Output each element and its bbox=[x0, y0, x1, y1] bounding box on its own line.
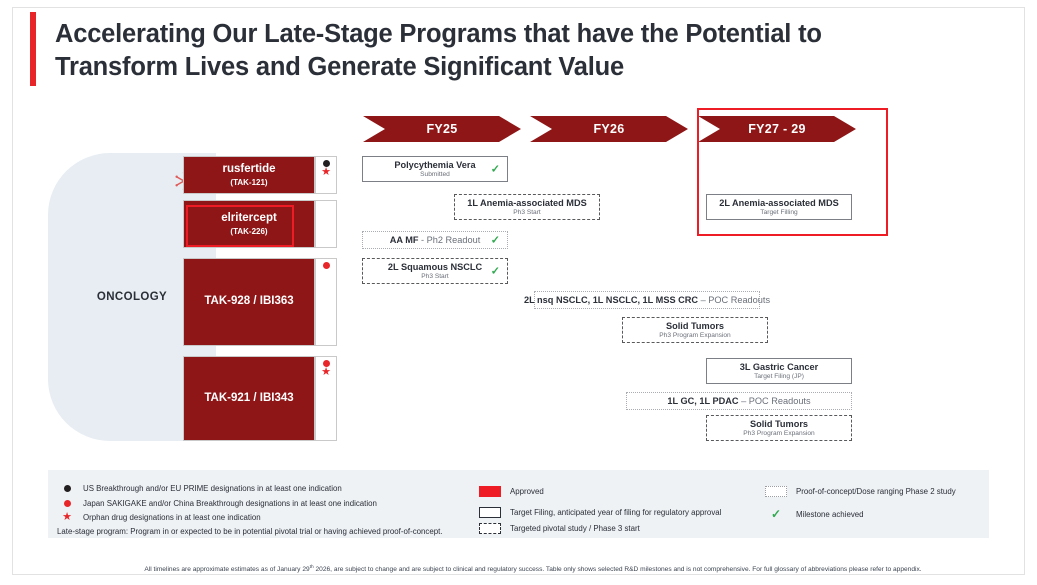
milestone-title: Solid Tumors bbox=[749, 418, 809, 429]
milestone-subtitle: Target Filing (JP) bbox=[754, 373, 804, 381]
milestone-polycythemia-vera[interactable]: Polycythemia Vera Submitted ✓ bbox=[362, 156, 508, 182]
legend-item-orphan-drug: ★ Orphan drug designations in at least o… bbox=[60, 511, 261, 523]
milestone-subtitle: Ph3 Start bbox=[421, 273, 449, 281]
milestone-title: 1L GC, 1L PDAC – POC Readouts bbox=[667, 395, 811, 406]
page-title: Accelerating Our Late-Stage Programs tha… bbox=[55, 20, 822, 81]
target-filing-swatch-icon bbox=[479, 507, 501, 518]
milestone-gc-pdac-poc[interactable]: 1L GC, 1L PDAC – POC Readouts bbox=[626, 392, 852, 410]
arrow-shape bbox=[530, 116, 688, 142]
timeline-header-label: FY26 bbox=[593, 122, 625, 136]
timeline-header-label: FY25 bbox=[426, 122, 458, 136]
red-star-icon: ★ bbox=[321, 166, 331, 178]
legend-item-sakigake: Japan SAKIGAKE and/or China Breakthrough… bbox=[60, 499, 377, 508]
milestone-title: 2L nsq NSCLC, 1L NSCLC, 1L MSS CRC – POC… bbox=[523, 294, 771, 305]
drug-box-rusfertide[interactable]: rusfertide (TAK-121) bbox=[183, 156, 315, 194]
milestone-title: Solid Tumors bbox=[665, 320, 725, 331]
arrow-shape bbox=[698, 116, 856, 142]
drug-name: TAK-921 / IBI343 bbox=[204, 391, 294, 404]
milestone-solid-tumors-lower[interactable]: Solid Tumors Ph3 Program Expansion bbox=[706, 415, 852, 441]
legend-late-stage-note: Late-stage program: Program in or expect… bbox=[57, 527, 443, 536]
poc-swatch-icon bbox=[765, 486, 787, 497]
legend-item-pivotal-study: Targeted pivotal study / Phase 3 start bbox=[479, 523, 640, 534]
badge-column-rusfertide: ★ bbox=[315, 156, 337, 194]
highlight-fy27-29-column bbox=[697, 108, 888, 236]
title-accent-bar bbox=[30, 12, 36, 86]
timeline-header-fy25: FY25 bbox=[363, 116, 521, 142]
pivotal-study-swatch-icon bbox=[479, 523, 501, 534]
category-label: ONCOLOGY bbox=[96, 291, 168, 303]
arrow-shape bbox=[363, 116, 521, 142]
red-dot-icon bbox=[60, 500, 74, 507]
legend-item-poc-phase2: Proof-of-concept/Dose ranging Phase 2 st… bbox=[765, 486, 956, 497]
milestone-title: 3L Gastric Cancer bbox=[739, 361, 819, 372]
black-dot-icon bbox=[322, 160, 330, 167]
legend-label: US Breakthrough and/or EU PRIME designat… bbox=[83, 484, 342, 493]
drug-code: (TAK-121) bbox=[230, 177, 268, 187]
legend-item-approved: Approved bbox=[479, 486, 544, 497]
milestone-2l-squamous-nsclc[interactable]: 2L Squamous NSCLC Ph3 Start ✓ bbox=[362, 258, 508, 284]
check-icon: ✓ bbox=[490, 163, 500, 176]
milestone-title: Polycythemia Vera bbox=[394, 159, 476, 170]
red-star-icon: ★ bbox=[62, 511, 72, 523]
highlight-elritercept bbox=[186, 205, 294, 247]
check-icon: ✓ bbox=[770, 507, 782, 521]
milestone-2l-anemia-mds[interactable]: 2L Anemia-associated MDS Target Filling bbox=[706, 194, 852, 220]
milestone-title: 2L Anemia-associated MDS bbox=[719, 197, 839, 208]
milestone-title: 1L Anemia-associated MDS bbox=[467, 197, 587, 208]
check-icon: ✓ bbox=[490, 265, 500, 278]
milestone-subtitle: Ph3 Program Expansion bbox=[659, 332, 731, 340]
milestone-nsclc-crc-poc[interactable]: 2L nsq NSCLC, 1L NSCLC, 1L MSS CRC – POC… bbox=[524, 291, 770, 309]
timeline-header-fy26: FY26 bbox=[530, 116, 688, 142]
approved-swatch-icon bbox=[479, 486, 501, 497]
milestone-subtitle: Submitted bbox=[420, 171, 450, 179]
legend-label: Approved bbox=[510, 487, 544, 496]
footnote: All timelines are approximate estimates … bbox=[144, 565, 922, 574]
legend-label: Orphan drug designations in at least one… bbox=[83, 513, 261, 522]
legend-label: Target Filing, anticipated year of filin… bbox=[510, 508, 722, 517]
milestone-subtitle: Target Filling bbox=[760, 209, 798, 217]
milestone-subtitle: Ph3 Start bbox=[513, 209, 541, 217]
milestone-solid-tumors-upper[interactable]: Solid Tumors Ph3 Program Expansion bbox=[622, 317, 768, 343]
slide-canvas: Accelerating Our Late-Stage Programs tha… bbox=[13, 8, 1024, 574]
milestone-subtitle: Ph3 Program Expansion bbox=[743, 430, 815, 438]
drug-name: rusfertide bbox=[222, 163, 276, 176]
drug-name: elritercept bbox=[221, 212, 277, 225]
timeline-header-fy27-29: FY27 - 29 bbox=[698, 116, 856, 142]
legend-item-target-filing: Target Filing, anticipated year of filin… bbox=[479, 507, 721, 518]
milestone-1l-anemia-mds[interactable]: 1L Anemia-associated MDS Ph3 Start bbox=[454, 194, 600, 220]
badge-column-tak928 bbox=[315, 258, 337, 346]
legend-label: Targeted pivotal study / Phase 3 start bbox=[510, 524, 640, 533]
drug-box-tak928[interactable]: TAK-928 / IBI363 bbox=[183, 258, 315, 346]
milestone-title: 2L Squamous NSCLC bbox=[387, 261, 483, 272]
drug-name: TAK-928 / IBI363 bbox=[204, 295, 294, 308]
legend-label: Proof-of-concept/Dose ranging Phase 2 st… bbox=[796, 487, 956, 496]
legend-label: Milestone achieved bbox=[796, 509, 864, 519]
milestone-3l-gastric-cancer[interactable]: 3L Gastric Cancer Target Filing (JP) bbox=[706, 358, 852, 384]
check-icon: ✓ bbox=[490, 234, 500, 247]
timeline-header-label: FY27 - 29 bbox=[748, 122, 806, 136]
drug-box-tak921[interactable]: TAK-921 / IBI343 bbox=[183, 356, 315, 441]
red-dot-icon bbox=[322, 360, 330, 367]
milestone-aa-mf[interactable]: AA MF - Ph2 Readout ✓ bbox=[362, 231, 508, 249]
black-dot-icon bbox=[60, 485, 74, 492]
drug-code: (TAK-226) bbox=[230, 226, 268, 236]
legend-panel bbox=[48, 470, 989, 538]
legend-label: Japan SAKIGAKE and/or China Breakthrough… bbox=[83, 499, 377, 508]
red-dot-icon bbox=[322, 262, 330, 269]
red-star-icon: ★ bbox=[321, 366, 331, 378]
badge-column-elritercept bbox=[315, 200, 337, 248]
badge-column-tak921: ★ bbox=[315, 356, 337, 441]
legend-item-milestone-achieved: ✓ Milestone achieved bbox=[765, 507, 864, 521]
milestone-title: AA MF - Ph2 Readout bbox=[389, 234, 481, 245]
legend-item-us-breakthrough: US Breakthrough and/or EU PRIME designat… bbox=[60, 484, 342, 493]
